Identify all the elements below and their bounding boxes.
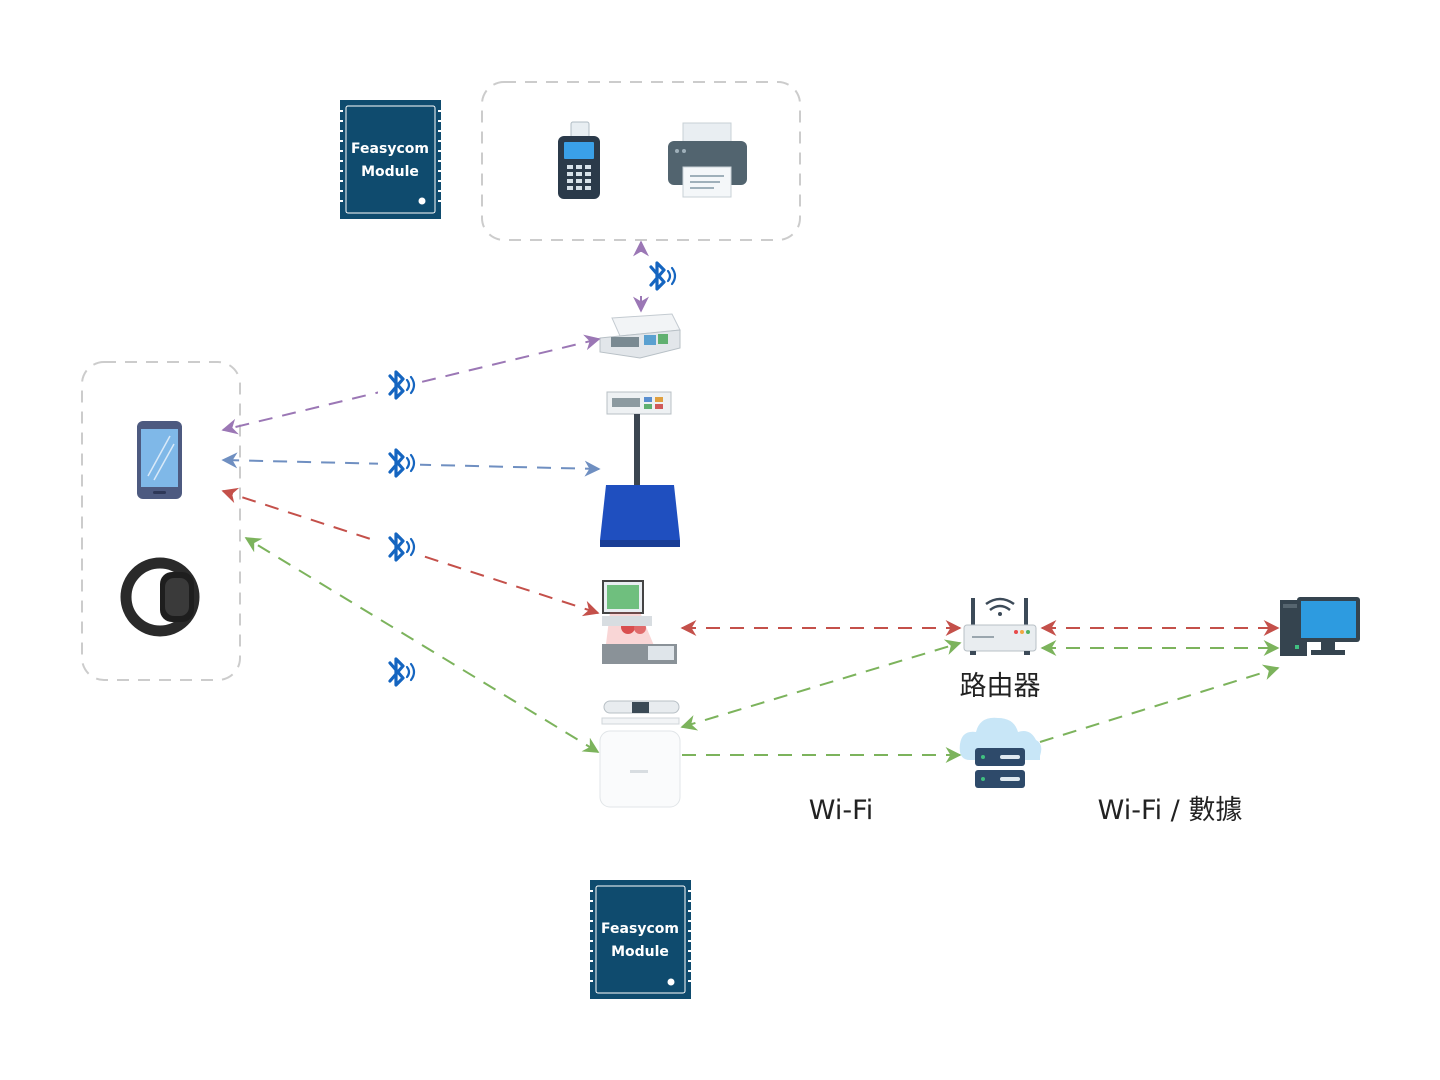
smartwatch-icon xyxy=(120,557,200,637)
peripheral-group-box xyxy=(481,81,801,241)
module-bottom-line1: Feasycom xyxy=(601,921,679,937)
module-bottom-line2: Module xyxy=(611,944,669,960)
body-weight-scale-icon xyxy=(599,700,681,808)
desk-scale-icon xyxy=(599,313,681,359)
bluetooth-icon xyxy=(378,366,420,404)
router-label: 路由器 xyxy=(960,671,1041,702)
bt-link-platform-scale-phone xyxy=(221,452,601,477)
smartphone-icon xyxy=(137,421,182,499)
cloud-server-icon xyxy=(959,717,1042,788)
bluetooth-icon xyxy=(378,445,420,483)
bluetooth-icon xyxy=(378,528,420,566)
bt-link-body-scale-phone xyxy=(244,537,600,753)
module-top-line1: Feasycom xyxy=(351,141,429,157)
data-link-cloud-computer xyxy=(1039,664,1280,743)
wifi-data-label: Wi-Fi / 數據 xyxy=(1098,795,1243,826)
desktop-computer-icon xyxy=(1280,597,1360,656)
feasycom-module-top: Feasycom Module xyxy=(340,100,441,219)
pos-terminal-icon xyxy=(558,121,600,199)
label-printing-scale-icon xyxy=(602,580,677,664)
printer-icon xyxy=(668,122,747,198)
wifi-label: Wi-Fi xyxy=(809,795,873,826)
mobile-group-box xyxy=(81,361,241,681)
platform-scale-icon xyxy=(600,391,680,547)
wifi-link-body-scale-router xyxy=(680,639,962,731)
bluetooth-icon xyxy=(640,258,680,294)
feasycom-module-bottom: Feasycom Module xyxy=(590,880,691,999)
router-icon xyxy=(963,597,1037,655)
bluetooth-icon xyxy=(378,653,420,691)
module-top-line2: Module xyxy=(361,164,419,180)
